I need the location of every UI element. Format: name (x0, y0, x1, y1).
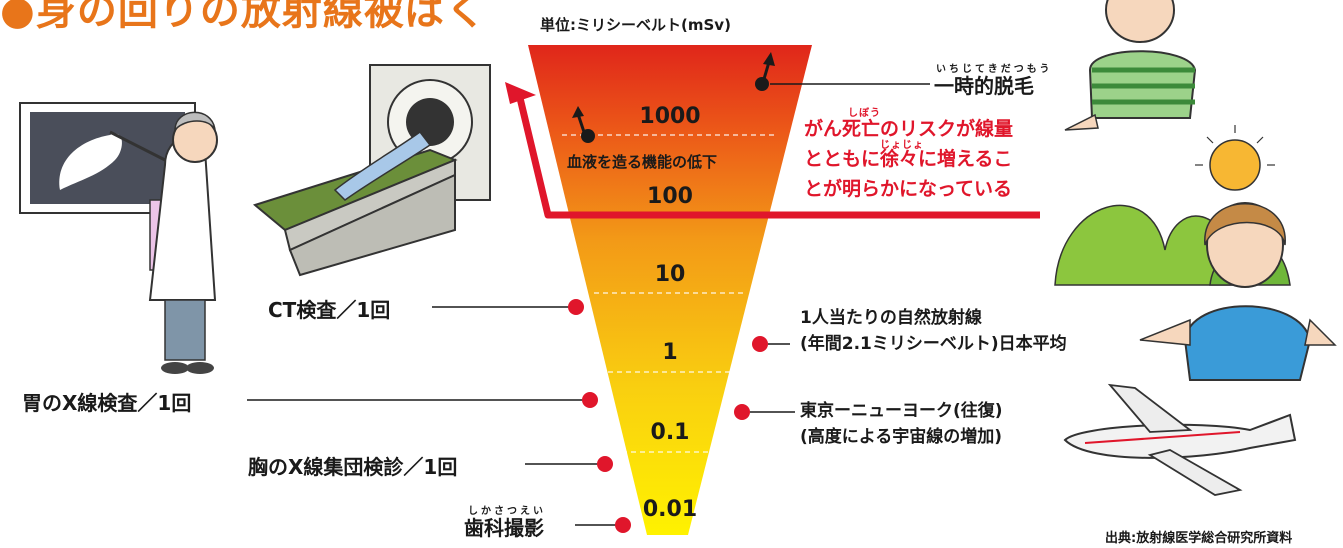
small-arrow-blood (572, 106, 595, 143)
hair-loss-ruby: いちじてきだつもう (936, 64, 1053, 75)
cancer-risk-note: がん死亡のリスクが線量 とともに徐々に増えるこ とが明らかになっている (804, 114, 1013, 204)
person-hair-loss-illustration (1064, 0, 1197, 131)
cancer-note-line-3: とが明らかになっている (804, 178, 1013, 200)
dot-ct (568, 299, 584, 315)
cancer-risk-arrow (516, 97, 1040, 219)
dot-dental (615, 517, 631, 533)
level-10: 10 (654, 262, 686, 287)
level-100: 100 (647, 184, 693, 209)
natural-line-2: (年間2.1ミリシーベルト)日本平均 (800, 334, 1067, 354)
cancer-risk-arrowhead (505, 82, 536, 104)
flight-line-1: 東京ーニューヨーク(往復) (800, 401, 1003, 421)
doctor-illustration (19, 102, 218, 374)
nature-illustration (1054, 125, 1337, 381)
flight-label: 東京ーニューヨーク(往復) (高度による宇宙線の増加) (800, 398, 1003, 450)
level-0-1: 0.1 (650, 420, 690, 445)
dot-natural (752, 336, 768, 352)
hair-loss-label: 一時的脱毛 (934, 74, 1034, 98)
level-1: 1 (662, 340, 678, 365)
unit-label: 単位:ミリシーベルト(mSv) (540, 16, 731, 34)
ct-scanner-illustration (252, 64, 491, 277)
dental-label: 歯科撮影 (464, 516, 544, 540)
natural-radiation-label: 1人当たりの自然放射線 (年間2.1ミリシーベルト)日本平均 (800, 305, 1067, 357)
natural-line-1: 1人当たりの自然放射線 (800, 308, 982, 328)
dot-stomach (582, 392, 598, 408)
dot-flight (734, 404, 750, 420)
blood-function-label: 血液を造る機能の低下 (567, 153, 718, 171)
chest-xray-label: 胸のX線集団検診／1回 (248, 455, 458, 479)
dental-ruby: しかさつえい (468, 506, 546, 517)
ruby-jojo: じょじょ (880, 140, 924, 151)
small-arrow-hair (755, 52, 775, 91)
source-credit: 出典:放射線医学総合研究所資料 (1105, 531, 1293, 546)
dose-funnel (528, 45, 812, 535)
flight-line-2: (高度による宇宙線の増加) (800, 427, 1003, 447)
dot-chest (597, 456, 613, 472)
page-heading: ●身の回りの放射線被ばく (0, 0, 487, 34)
ct-label: CT検査／1回 (268, 298, 391, 322)
stomach-xray-label: 胃のX線検査／1回 (22, 391, 192, 415)
cancer-note-line-1: がん死亡のリスクが線量 (804, 118, 1014, 140)
cancer-note-line-2: とともに徐々に増えるこ (804, 148, 1013, 170)
level-0-01: 0.01 (642, 497, 698, 522)
airplane-illustration (1063, 383, 1297, 496)
level-1000: 1000 (639, 104, 701, 129)
ruby-shibou: しぼう (848, 108, 881, 119)
